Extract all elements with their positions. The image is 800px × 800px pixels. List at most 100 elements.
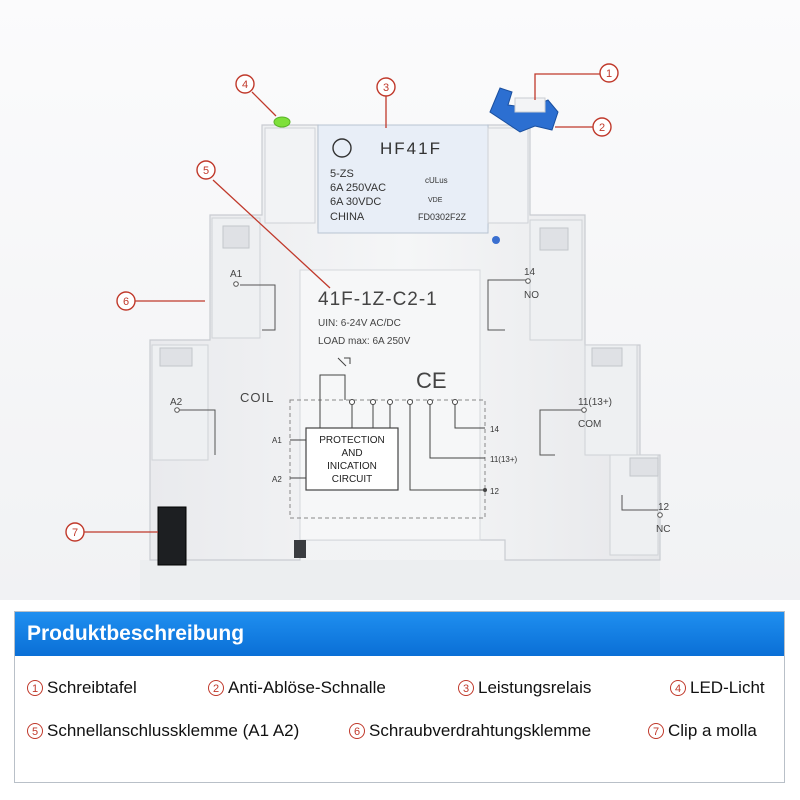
item-spring-clip: 7 Clip a molla [648, 721, 757, 741]
product-photo: 1 2 3 4 5 6 7 HF41F 5-ZS 6A 250VAC 6A 30… [0, 0, 800, 600]
terminal-11: 11(13+) [578, 397, 612, 408]
relay-rating-ac: 6A 250VAC [330, 182, 386, 194]
terminal-com: COM [578, 419, 601, 430]
reflection [140, 560, 660, 600]
terminal-14: 14 [524, 267, 536, 278]
item-power-relay: 3 Leistungsrelais [458, 678, 591, 698]
item-number: 3 [458, 680, 474, 696]
indicator-dot [492, 236, 500, 244]
led-symbol-icon [337, 357, 351, 367]
screw-hole [222, 225, 250, 249]
item-anti-release-clip: 2 Anti-Ablöse-Schnalle [208, 678, 386, 698]
relay-tuv: VDE [428, 197, 443, 204]
item-label: Schreibtafel [47, 678, 137, 697]
a1-wire [240, 284, 276, 331]
screw-hole [629, 457, 659, 477]
com-wire [539, 409, 582, 456]
terminal-12: 12 [658, 502, 670, 513]
terminal-dot [233, 281, 239, 287]
item-quick-terminal: 5 Schnellanschlussklemme (A1 A2) [27, 721, 299, 741]
item-label: Schnellanschlussklemme (A1 A2) [47, 721, 300, 740]
schematic-11: 11(13+) [490, 455, 518, 464]
coil-label: COIL [240, 390, 274, 405]
hongfa-logo-icon [332, 138, 352, 158]
box-line-1: PROTECTION [319, 435, 385, 446]
relay-module-illustration: 1 2 3 4 5 6 7 HF41F 5-ZS 6A 250VAC 6A 30… [65, 63, 670, 600]
relay-right-wall [487, 127, 529, 224]
relay [317, 124, 489, 234]
protection-circuit-box [305, 427, 399, 491]
item-label: LED-Licht [690, 678, 765, 697]
box-line-3: INICATION [327, 461, 377, 472]
schematic-node [387, 399, 393, 405]
item-label: Clip a molla [668, 721, 757, 740]
screw-hole [591, 347, 623, 367]
schematic-node [370, 399, 376, 405]
module-uin: UIN: 6-24V AC/DC [318, 318, 401, 329]
terminal-a2: A2 [170, 397, 183, 408]
item-led-light: 4 LED-Licht [670, 678, 765, 698]
callout-lines [84, 73, 600, 533]
callout-7: 7 [72, 527, 78, 539]
relay-origin: CHINA [330, 211, 365, 223]
item-number: 7 [648, 723, 664, 739]
terminal-dot [581, 407, 587, 413]
screw-hole [159, 347, 193, 367]
item-label: Schraubverdrahtungsklemme [369, 721, 592, 740]
item-number: 5 [27, 723, 43, 739]
callout-2: 2 [599, 122, 605, 134]
screw-hole [539, 227, 569, 251]
callout-6: 6 [123, 296, 129, 308]
item-label: Anti-Ablöse-Schnalle [228, 678, 386, 697]
box-line-2: AND [341, 448, 362, 459]
relay-left-wall [264, 127, 316, 224]
no-wire [487, 279, 528, 331]
relay-brand: HF41F [380, 139, 442, 158]
clip-label-tab [514, 97, 546, 113]
item-label: Leistungsrelais [478, 678, 592, 697]
box-line-4: CIRCUIT [332, 474, 373, 485]
schematic-node [349, 399, 355, 405]
item-screw-terminal: 6 Schraubverdrahtungsklemme [349, 721, 591, 741]
schematic-14: 14 [490, 425, 499, 434]
terminal-dot [657, 512, 663, 518]
callout-1: 1 [606, 68, 612, 80]
schematic-12: 12 [490, 487, 499, 496]
schematic-wiring [290, 374, 485, 491]
schematic-frame [289, 399, 486, 519]
terminal-dot [174, 407, 180, 413]
schematic-node [483, 488, 487, 492]
item-number: 1 [27, 680, 43, 696]
product-description-panel: Produktbeschreibung 1 Schreibtafel 2 Ant… [14, 611, 785, 783]
relay-cert: cULus [425, 176, 448, 185]
item-number: 4 [670, 680, 686, 696]
terminal-no: NO [524, 290, 539, 301]
module-load: LOAD max: 6A 250V [318, 336, 411, 347]
schematic-a1: A1 [272, 436, 282, 445]
terminal-nc: NC [656, 524, 670, 535]
callout-4: 4 [242, 79, 248, 91]
terminal-dot [525, 278, 531, 284]
ce-mark: CE [416, 368, 447, 393]
schematic-a2: A2 [272, 475, 282, 484]
relay-rating-dc: 6A 30VDC [330, 196, 381, 208]
led-light [273, 116, 291, 128]
relay-type: 5-ZS [330, 168, 354, 180]
callout-circles [65, 63, 619, 542]
relay-code: FD0302F2Z [418, 212, 467, 222]
nc-wire [621, 495, 658, 511]
schematic-node [452, 399, 458, 405]
din-rail-foot [294, 540, 306, 558]
spring-clip [157, 506, 187, 566]
item-writing-board: 1 Schreibtafel [27, 678, 137, 698]
schematic-node [407, 399, 413, 405]
callout-5: 5 [203, 165, 209, 177]
panel-title: Produktbeschreibung [15, 612, 784, 656]
item-number: 6 [349, 723, 365, 739]
terminal-a1: A1 [230, 269, 243, 280]
module-model: 41F-1Z-C2-1 [318, 289, 438, 310]
item-number: 2 [208, 680, 224, 696]
callout-3: 3 [383, 82, 389, 94]
schematic-node [427, 399, 433, 405]
a2-wire [177, 409, 216, 455]
